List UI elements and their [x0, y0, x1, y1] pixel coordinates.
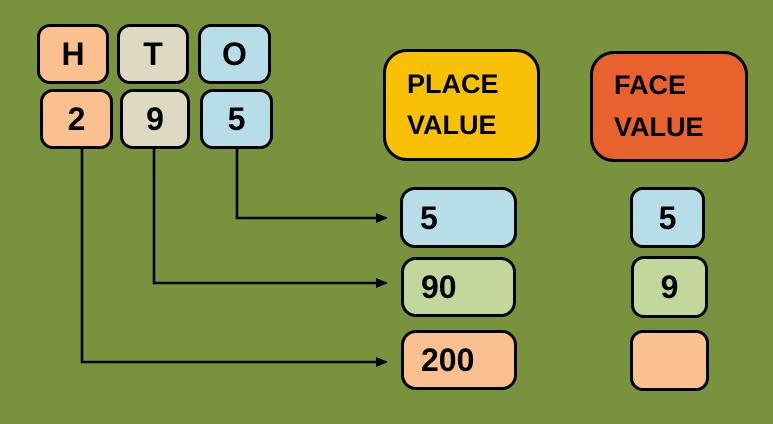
face-value-tens: 9	[660, 269, 679, 305]
digit-ones: 5	[200, 89, 273, 149]
digit-ones-label: 5	[227, 101, 246, 137]
face-value-heading-line2: VALUE	[614, 111, 704, 142]
column-header-tens: T	[117, 24, 189, 84]
place-value-ones: 5	[420, 199, 438, 236]
digit-tens-label: 9	[146, 101, 164, 137]
face-value-heading-line1: FACE	[614, 70, 687, 101]
digit-hundreds-label: 2	[67, 101, 86, 137]
digit-tens: 9	[120, 89, 190, 149]
face-value-hundreds-box	[630, 330, 709, 391]
place-value-heading: PLACE VALUE	[383, 49, 540, 161]
place-value-heading-line2: VALUE	[407, 110, 497, 140]
column-header-ones: O	[198, 24, 271, 84]
arrow-hundreds-to-place-value	[80, 149, 388, 367]
place-value-ones-box: 5	[400, 187, 517, 248]
place-value-tens: 90	[421, 269, 457, 305]
column-header-ones-label: O	[222, 36, 247, 72]
place-value-heading-line1: PLACE	[407, 68, 499, 99]
face-value-tens-box: 9	[631, 256, 708, 318]
place-value-hundreds: 200	[421, 342, 475, 378]
face-value-ones: 5	[658, 199, 677, 236]
place-value-tens-box: 90	[401, 257, 516, 317]
column-header-tens-label: T	[143, 36, 163, 72]
digit-hundreds: 2	[40, 89, 113, 149]
face-value-ones-box: 5	[630, 187, 705, 248]
column-header-hundreds-label: H	[61, 36, 85, 72]
face-value-heading: FACE VALUE	[590, 51, 748, 162]
place-value-hundreds-box: 200	[401, 330, 517, 390]
column-header-hundreds: H	[37, 24, 109, 84]
arrow-tens-to-place-value	[152, 149, 388, 288]
arrow-ones-to-place-value	[235, 149, 388, 223]
